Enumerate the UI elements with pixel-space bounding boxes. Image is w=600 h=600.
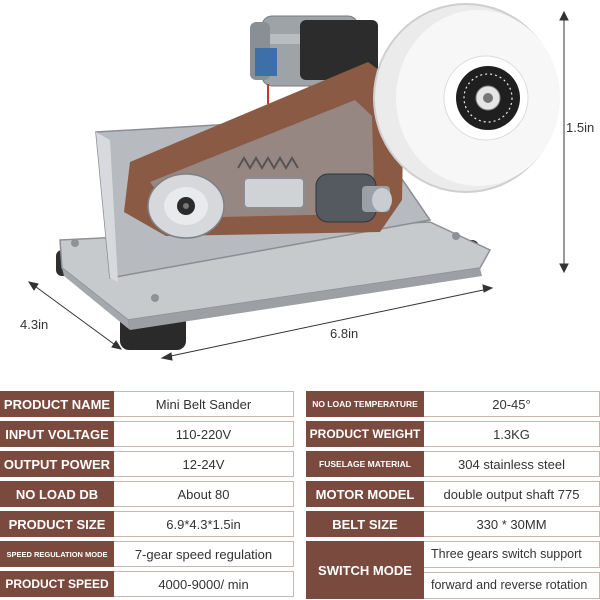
spec-row: SWITCH MODE Three gears switch support f… [306,541,600,599]
depth-dimension-label: 4.3in [20,317,49,332]
spec-value: 304 stainless steel [424,451,600,477]
spec-row: NO LOAD TEMPERATURE 20-45° [306,391,600,417]
spec-value: 12-24V [114,451,294,477]
spec-value: 1.3KG [424,421,600,447]
spec-label: SPEED REGULATION MODE [0,541,114,567]
spec-table-left: PRODUCT NAME Mini Belt Sander INPUT VOLT… [0,387,294,600]
spec-value: Mini Belt Sander [114,391,294,417]
dimension-lines [27,10,569,361]
spec-value: 7-gear speed regulation [114,541,294,567]
spec-value: Three gears switch support forward and r… [424,541,600,599]
spec-row: OUTPUT POWER 12-24V [0,451,294,477]
tension-spring [237,156,305,209]
spec-value: double output shaft 775 [424,481,600,507]
drive-chuck [315,173,392,223]
motor [250,15,378,104]
spec-label: PRODUCT SIZE [0,511,114,537]
width-dimension-label: 6.8in [330,326,359,341]
spec-value: 330 * 30MM [424,511,600,537]
spec-value: About 80 [114,481,294,507]
spec-table-right: NO LOAD TEMPERATURE 20-45° PRODUCT WEIGH… [306,387,600,600]
spec-value: 6.9*4.3*1.5in [114,511,294,537]
spec-label: NO LOAD TEMPERATURE [306,391,424,417]
spec-row: PRODUCT NAME Mini Belt Sander [0,391,294,417]
spec-row: PRODUCT WEIGHT 1.3KG [306,421,600,447]
spec-label: FUSELAGE MATERIAL [306,451,424,477]
spec-label: PRODUCT SPEED [0,571,114,597]
spec-label: BELT SIZE [306,511,424,537]
spec-label: INPUT VOLTAGE [0,421,114,447]
spec-label: SWITCH MODE [306,541,424,599]
spec-value: 110-220V [114,421,294,447]
buffing-wheel [373,3,560,193]
spec-label: NO LOAD DB [0,481,114,507]
spec-row: BELT SIZE 330 * 30MM [306,511,600,537]
spec-row: NO LOAD DB About 80 [0,481,294,507]
spec-label: OUTPUT POWER [0,451,114,477]
spec-row: SPEED REGULATION MODE 7-gear speed regul… [0,541,294,567]
spec-value: 20-45° [424,391,600,417]
spec-row: PRODUCT SIZE 6.9*4.3*1.5in [0,511,294,537]
spec-row: PRODUCT SPEED 4000-9000/ min [0,571,294,597]
spec-row: FUSELAGE MATERIAL 304 stainless steel [306,451,600,477]
spec-label: MOTOR MODEL [306,481,424,507]
spec-label: PRODUCT WEIGHT [306,421,424,447]
product-illustration [27,3,569,361]
spec-value: 4000-9000/ min [114,571,294,597]
spec-row: MOTOR MODEL double output shaft 775 [306,481,600,507]
spec-row: INPUT VOLTAGE 110-220V [0,421,294,447]
left-pulley [147,173,225,239]
spec-label: PRODUCT NAME [0,391,114,417]
switch-mode-line-1: Three gears switch support [424,541,600,568]
height-dimension-label: 1.5in [566,120,595,135]
switch-mode-line-2: forward and reverse rotation [424,572,600,599]
